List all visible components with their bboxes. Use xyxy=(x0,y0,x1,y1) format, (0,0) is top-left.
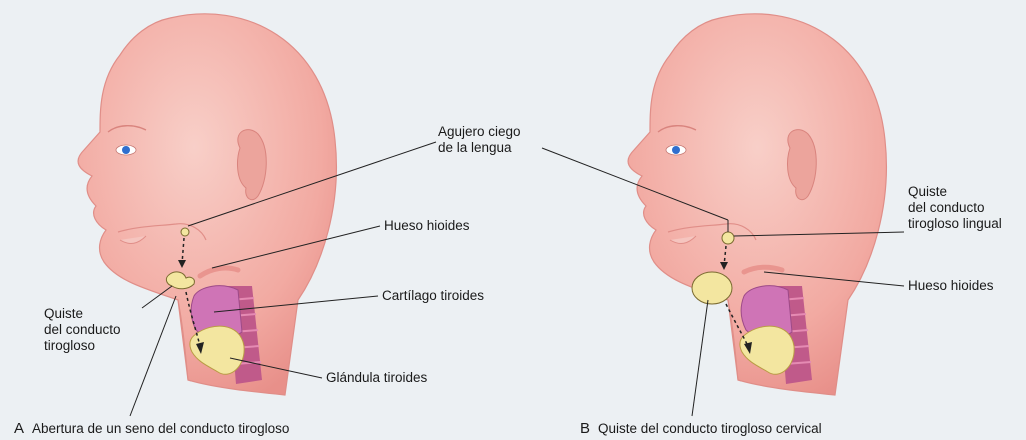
caption-a-letter: A xyxy=(14,420,24,437)
caption-b: B Quiste del conducto tirogloso cervical xyxy=(580,420,822,437)
label-cyst-lingual: Quiste del conducto tirogloso lingual xyxy=(908,184,1002,232)
caption-a-text: Abertura de un seno del conducto tiroglo… xyxy=(32,421,289,436)
label-thyroid-gland: Glándula tiroides xyxy=(326,370,427,386)
caption-b-letter: B xyxy=(580,420,590,437)
label-hyoid-b: Hueso hioides xyxy=(908,278,994,294)
label-thyroid-cartilage: Cartílago tiroides xyxy=(382,288,484,304)
caption-a: A Abertura de un seno del conducto tirogl… xyxy=(14,420,289,437)
label-hyoid-a: Hueso hioides xyxy=(384,218,470,234)
eye-icon xyxy=(672,146,680,154)
caption-b-text: Quiste del conducto tirogloso cervical xyxy=(598,421,822,436)
eye-icon xyxy=(122,146,130,154)
label-foramen-cecum: Agujero ciego de la lengua xyxy=(438,124,521,156)
label-cyst-a: Quiste del conducto tirogloso xyxy=(44,306,121,354)
